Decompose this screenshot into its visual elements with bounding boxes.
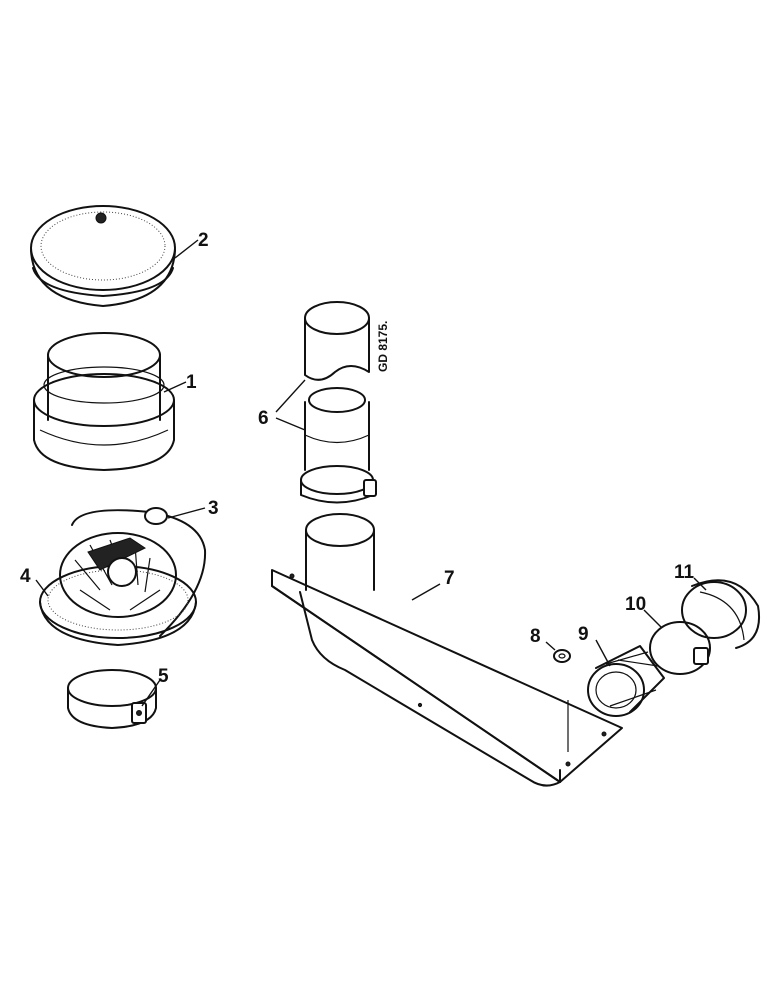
callout-4: 4: [20, 566, 31, 587]
callout-10: 10: [625, 594, 646, 615]
callout-9: 9: [578, 624, 589, 645]
callout-8: 8: [530, 626, 541, 647]
leader-lines: [35, 239, 707, 707]
part-wire-clip: [71, 507, 207, 637]
callout-6: 6: [258, 408, 269, 429]
part-precleaner-vanes: [39, 532, 197, 646]
part-intake-tubes: [300, 301, 377, 504]
part-elbow: [681, 579, 760, 649]
part-band-clamp: [649, 621, 711, 675]
callout-1: 1: [186, 372, 197, 393]
callout-2: 2: [198, 230, 209, 251]
callout-5: 5: [158, 666, 169, 687]
part-washer: [553, 649, 571, 663]
part-rubber-connector: [587, 645, 665, 717]
part-duct-box: [271, 513, 623, 787]
part-filter-bowl: [33, 332, 175, 471]
callout-7: 7: [444, 568, 455, 589]
callout-11: 11: [674, 562, 695, 583]
callout-3: 3: [208, 498, 219, 519]
part-cover-lid: [30, 205, 176, 307]
drawing-reference: GD 8175.: [376, 321, 390, 372]
part-hose-clamp: [67, 669, 157, 729]
